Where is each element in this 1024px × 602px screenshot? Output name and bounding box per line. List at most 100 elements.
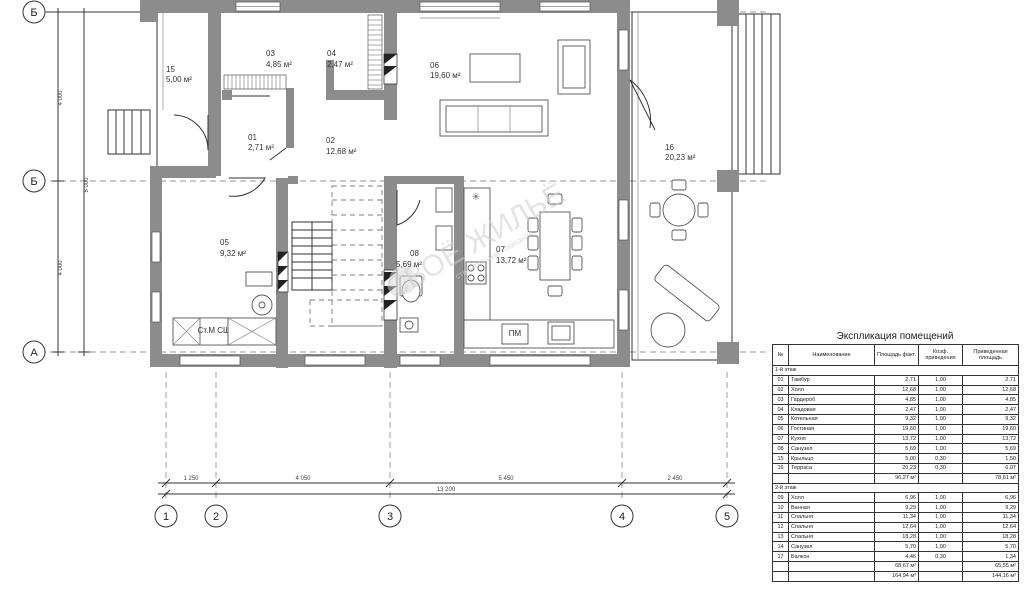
terrace-steps — [737, 13, 781, 175]
wall-pantry-bottom — [326, 90, 384, 100]
cell-reduced: 6,07 — [962, 462, 1019, 474]
terrace-lounger — [650, 264, 720, 348]
room-08-area: 5,69 м² — [396, 260, 422, 269]
door-hall — [269, 147, 287, 161]
dim-vertical-1: 4 000 — [58, 90, 64, 106]
cell-name: Спальня — [788, 511, 875, 523]
cell-name: Балкон — [788, 551, 875, 562]
wall-bath-top — [384, 176, 464, 184]
cell-number: 17 — [772, 551, 789, 562]
cell-area: 19,60 — [874, 423, 919, 435]
room-07-number: 07 — [496, 245, 505, 254]
windows — [151, 1, 629, 366]
bath-cabinet-1 — [435, 187, 453, 213]
dim-horizontal-2: 4 050 — [295, 476, 311, 482]
cell-name: Терраса — [788, 462, 875, 474]
cell-coef: 1,00 — [918, 374, 963, 386]
cell-reduced: 19,60 — [962, 423, 1019, 435]
axis-bubble-b-top — [22, 0, 46, 24]
explication-grid: № Наименование Площадь факт. Коэф. приве… — [772, 344, 1019, 582]
porch-steps — [107, 109, 151, 155]
cell-coef: 1,00 — [918, 531, 963, 543]
cell-number: 09 — [772, 492, 789, 504]
pantry-shelf — [367, 14, 383, 90]
wall-stair-stub — [288, 176, 298, 184]
terrace — [631, 11, 781, 361]
cell-number: 07 — [772, 433, 789, 445]
cell-empty — [772, 560, 789, 572]
axis-bubble-4 — [610, 504, 634, 528]
axis-bubble-a — [22, 340, 46, 364]
door-boiler — [228, 177, 266, 197]
wall-left-lower — [150, 166, 162, 366]
cell-name: Котельная — [788, 413, 875, 425]
room-03-area: 4,85 м² — [266, 60, 292, 69]
explication-table: Экспликация помещений № Наименование Пло… — [772, 330, 1019, 582]
room-15-number: 15 — [166, 65, 175, 74]
axis-bubble-b-mid — [22, 169, 46, 193]
axis-bubble-5 — [715, 504, 739, 528]
room-04-number: 04 — [327, 49, 336, 58]
axis-label-b-top: Б — [30, 7, 37, 19]
cell-coef: 0,30 — [918, 551, 963, 562]
table-section-title: 1-й этаж — [772, 365, 1019, 376]
axis-bubbles-bottom: 1 2 3 4 5 — [154, 504, 739, 528]
room-16-number: 16 — [665, 143, 674, 152]
cell-name: Санузел — [788, 541, 875, 553]
boiler-sink — [245, 271, 273, 287]
cell-area: 2,71 — [874, 374, 919, 386]
cell-reduced: 11,34 — [962, 511, 1019, 523]
cell-total-reduced: 78,61 м² — [962, 472, 1019, 484]
left-dimension-chain: 4 000 8 000 4 000 — [52, 8, 90, 356]
table-section-row: 2-й этаж — [772, 482, 1019, 494]
cell-name: Гардероб — [788, 394, 875, 406]
cell-number: 14 — [772, 541, 789, 553]
porch — [107, 0, 210, 168]
wall-pantry-left — [326, 60, 334, 100]
cell-empty — [772, 472, 789, 484]
cell-area: 12,68 — [874, 384, 919, 396]
cell-area: 2,47 — [874, 404, 919, 415]
cell-area: 4,46 — [874, 551, 919, 562]
boiler-room-fixtures: Ст.М СШ — [172, 271, 277, 346]
cell-total-fact: 68,67 м² — [874, 560, 919, 572]
dim-vertical-2: 4 000 — [58, 260, 64, 276]
room-06-number: 06 — [430, 61, 439, 70]
cell-coef: 1,00 — [918, 433, 963, 445]
col-header-number: № — [772, 344, 789, 366]
room-labels: 01 2,71 м² 02 12,68 м² 03 4,85 м² 04 2,4… — [166, 49, 696, 269]
cell-empty — [788, 472, 875, 484]
cell-area: 5,69 — [874, 443, 919, 455]
cell-coef: 1,00 — [918, 521, 963, 533]
cell-area: 5,70 — [874, 541, 919, 553]
axis-label-5: 5 — [724, 511, 730, 523]
room-07-area: 13,72 м² — [496, 256, 527, 265]
pendant-lamp-icon: ✳ — [472, 192, 480, 203]
living-room-furniture — [420, 17, 591, 137]
cell-coef: 1,00 — [918, 394, 963, 406]
cell-total-reduced: 65,55 м² — [962, 560, 1019, 572]
cell-name: Спальня — [788, 521, 875, 533]
wall-wardrobe-stub — [222, 90, 232, 100]
porch-column — [140, 0, 158, 22]
cell-coef: 1,00 — [918, 511, 963, 523]
terrace-column-bottom — [717, 342, 739, 364]
wall-axis2-upper — [208, 0, 221, 176]
wall-right — [617, 0, 630, 367]
